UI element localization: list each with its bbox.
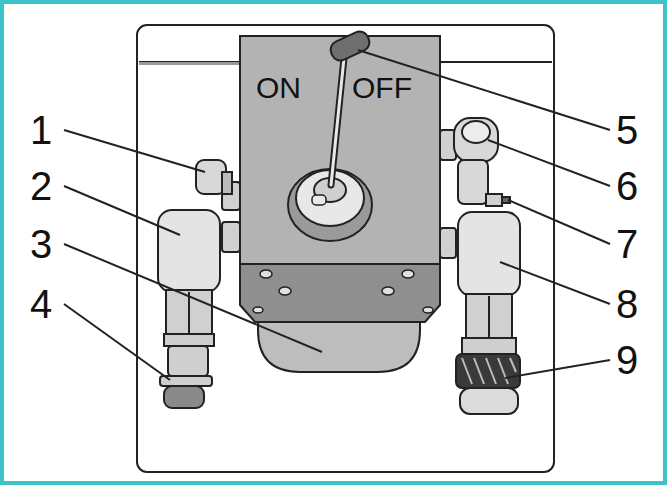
callout-number: 3 [30,224,52,264]
left-elbow [196,160,232,194]
switch-label: OFF [352,73,412,103]
leader-lines [64,50,610,380]
screws [253,270,433,313]
switch-label: ON [256,73,301,103]
callout-number: 1 [30,110,52,150]
lever-rod [331,58,344,185]
hex-nuts [222,130,456,258]
left-coupler [160,334,214,408]
lever-rod-highlight [331,58,344,185]
callout-number: 2 [30,166,52,206]
surface-shade [139,62,240,65]
callout-number: 6 [616,166,638,206]
right-cylinder [458,212,520,338]
callout-number: 9 [616,340,638,380]
callout-number: 5 [616,110,638,150]
callout-number: 8 [616,284,638,324]
pin-valve [486,194,510,206]
callout-number: 4 [30,284,52,324]
mounting-bracket [240,264,440,322]
lever-handle [328,28,373,63]
valve-plate [240,36,440,272]
callout-number: 7 [616,224,638,264]
knurled-coupler [456,338,520,414]
right-elbow [454,118,498,204]
